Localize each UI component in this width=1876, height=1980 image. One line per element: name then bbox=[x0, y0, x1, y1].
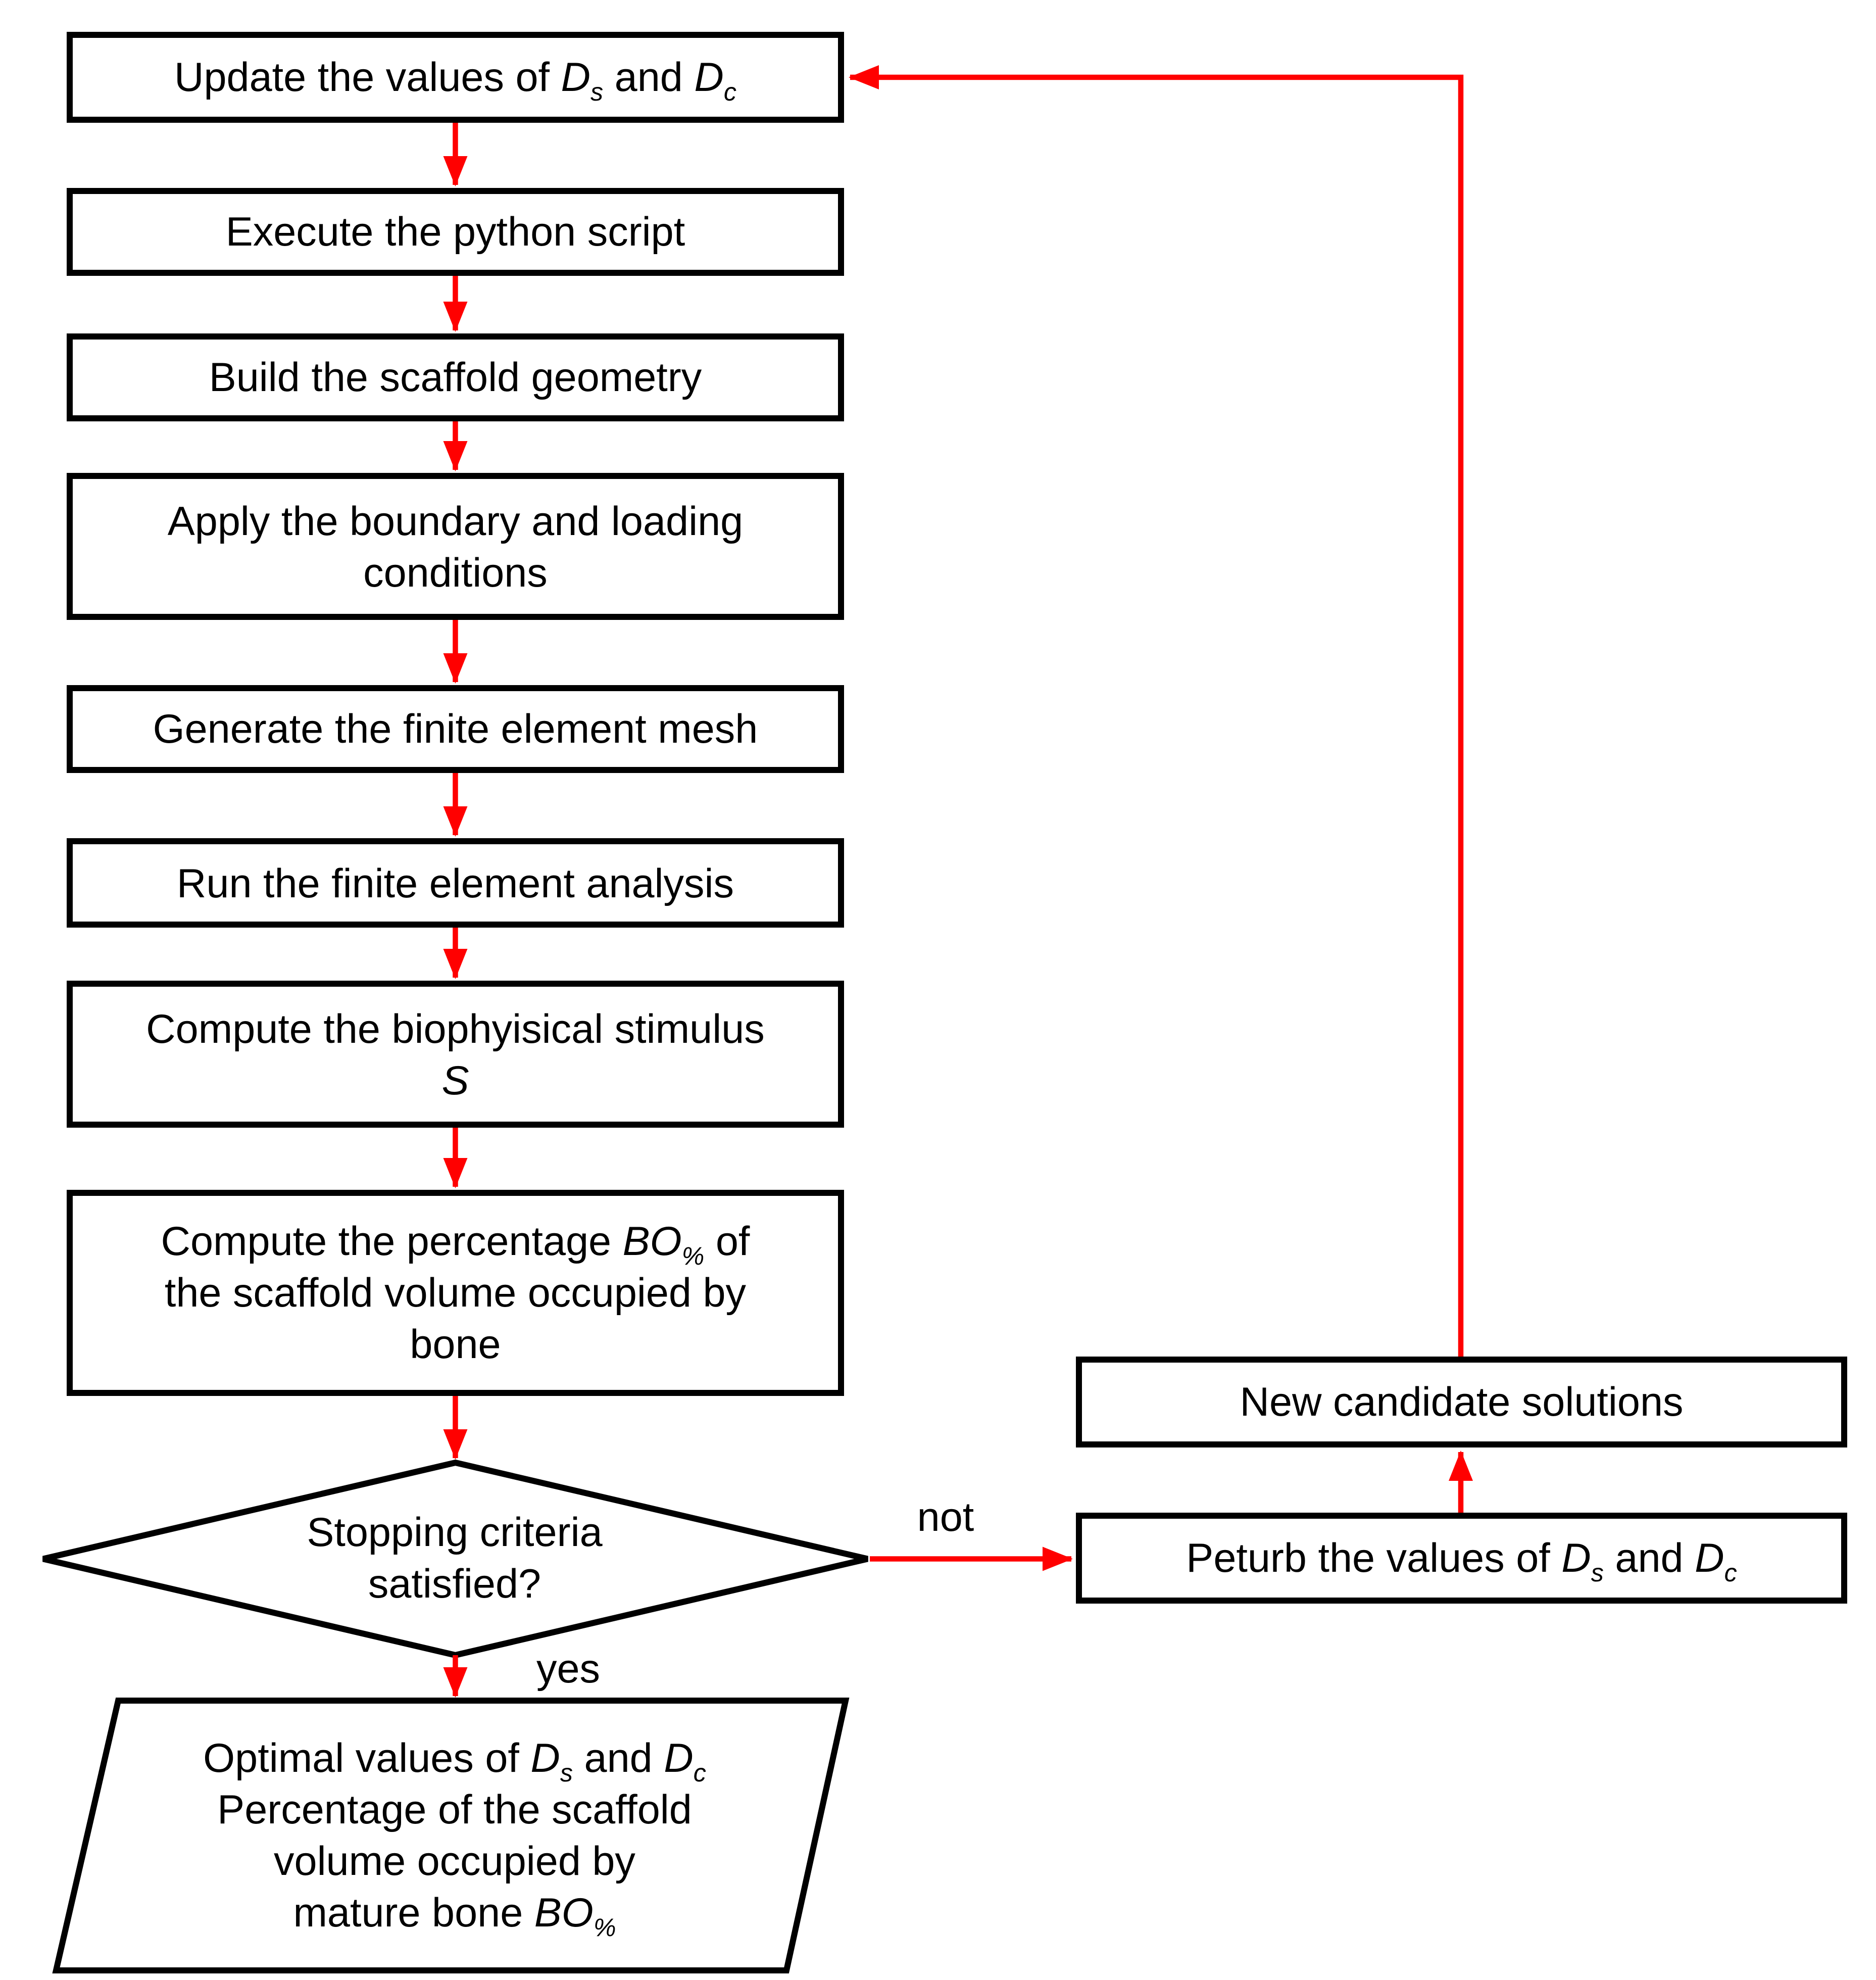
edge-label-yes: yes bbox=[536, 1646, 601, 1692]
step-build-geometry-label: Build the scaffold geometry bbox=[209, 355, 702, 400]
step-execute-script-label: Execute the python script bbox=[225, 209, 685, 255]
box-new-candidate-solutions-label: New candidate solutions bbox=[1240, 1379, 1684, 1425]
step-update-values-label: Update the values of Ds and Dc bbox=[174, 55, 736, 107]
step-run-fea: Run the finite element analysis bbox=[67, 838, 844, 928]
output-parallelogram-shape bbox=[52, 1698, 850, 1973]
step-generate-mesh: Generate the finite element mesh bbox=[67, 685, 844, 773]
step-update-values: Update the values of Ds and Dc bbox=[67, 32, 844, 123]
box-perturb-values-label: Peturb the values of Ds and Dc bbox=[1186, 1535, 1737, 1588]
step-execute-script: Execute the python script bbox=[67, 188, 844, 276]
box-perturb-values: Peturb the values of Ds and Dc bbox=[1076, 1513, 1847, 1604]
step-run-fea-label: Run the finite element analysis bbox=[176, 860, 734, 906]
step-build-geometry: Build the scaffold geometry bbox=[67, 333, 844, 421]
box-new-candidate-solutions: New candidate solutions bbox=[1076, 1357, 1847, 1447]
feedback-connector-candidates-to-update bbox=[849, 65, 1464, 1357]
edge-label-not: not bbox=[917, 1494, 974, 1540]
step-generate-mesh-label: Generate the finite element mesh bbox=[153, 706, 758, 752]
